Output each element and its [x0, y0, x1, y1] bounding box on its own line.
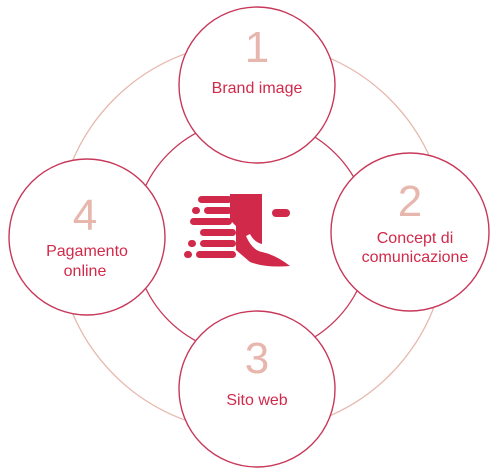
- brand-logo-icon: [184, 194, 290, 267]
- step-node-2: 2 Concept di comunicazione: [330, 152, 490, 312]
- step-node-4: 4 Pagamento online: [8, 158, 166, 316]
- step-number-2: 2: [398, 177, 422, 226]
- step-label-3: Sito web: [226, 392, 287, 409]
- step-node-3: 3 Sito web: [178, 310, 336, 468]
- step-node-3-circle: [178, 310, 336, 468]
- step-node-2-circle: [330, 152, 490, 312]
- step-label-4-line-2: online: [64, 263, 107, 280]
- step-node-1-circle: [178, 6, 336, 164]
- step-number-3: 3: [245, 334, 269, 383]
- step-node-1: 1 Brand image: [178, 6, 336, 164]
- step-label-1: Brand image: [212, 80, 303, 97]
- step-node-4-circle: [8, 158, 166, 316]
- step-number-1: 1: [245, 23, 269, 72]
- step-label-4-line-1: Pagamento: [46, 243, 128, 260]
- step-label-2-line-1: Concept di: [377, 230, 454, 247]
- step-label-2-line-2: comunicazione: [362, 249, 469, 266]
- step-number-4: 4: [73, 191, 97, 240]
